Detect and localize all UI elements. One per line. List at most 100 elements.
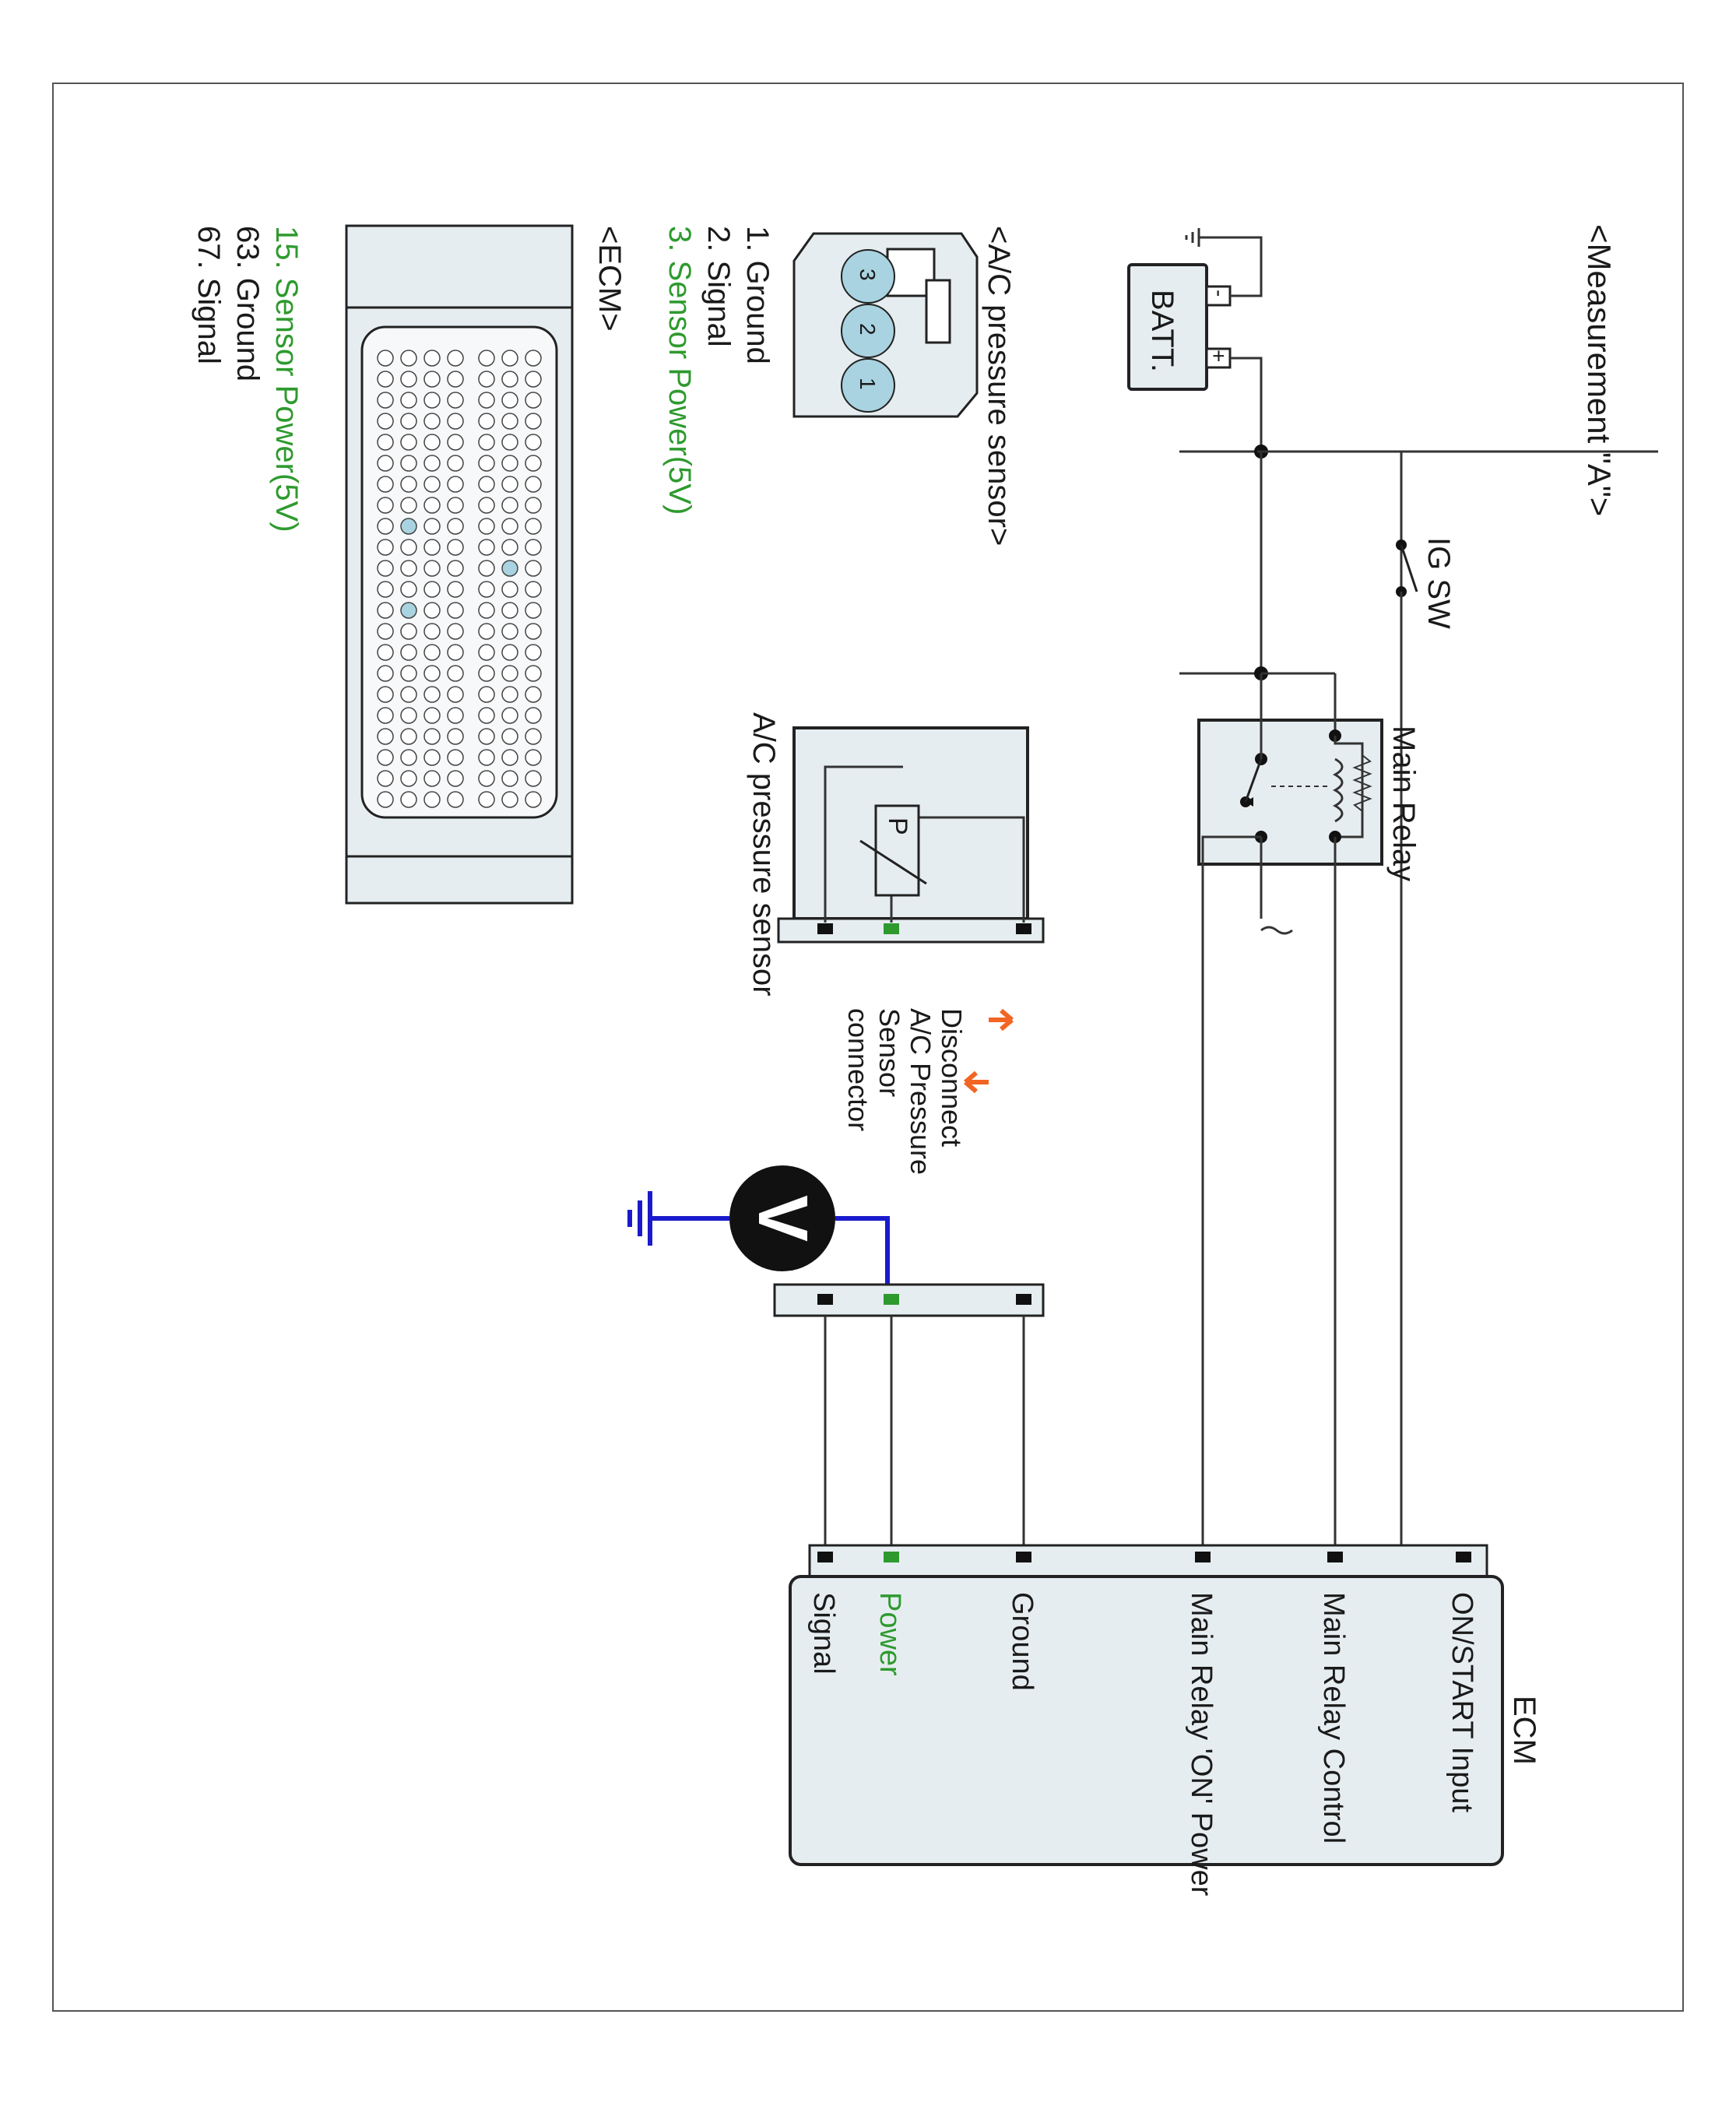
battery-box xyxy=(1127,263,1208,391)
ecm-connector-pin xyxy=(447,539,464,556)
ecm-connector-pin xyxy=(400,455,417,472)
ecm-connector-pin xyxy=(377,770,394,787)
ecm-connector-pin xyxy=(525,707,542,724)
ecm-connector-pin xyxy=(423,581,441,598)
relay-coil xyxy=(1332,757,1344,823)
ecm-legend-2: 63. Ground xyxy=(230,226,265,381)
ecm-connector-pin xyxy=(478,497,495,514)
ecm-connector-pin xyxy=(525,749,542,766)
ecm-connector-pin xyxy=(501,476,518,493)
ecm-connector-pin xyxy=(447,350,464,367)
ecm-connector-pin xyxy=(400,497,417,514)
ecm-connector-pin xyxy=(423,539,441,556)
ecm-connector-pin xyxy=(400,539,417,556)
ecm-connector-pin xyxy=(377,602,394,619)
ecm-connector-face: <ECM> 15. Sensor Power(5V) 63. Ground 67… xyxy=(192,224,627,905)
ecm-connector-pin xyxy=(501,518,518,535)
ecm-connector-pin xyxy=(447,644,464,661)
ecm-pin-label: Main Relay Control xyxy=(1317,1592,1350,1844)
ecm-connector-pin xyxy=(400,665,417,682)
ecm-connector-pin xyxy=(525,497,542,514)
ecm-connector-pin xyxy=(447,497,464,514)
battery-minus-label: - xyxy=(1207,290,1232,297)
main-relay-label: Main Relay xyxy=(1386,726,1421,881)
ecm-pin-label: ON/START Input xyxy=(1446,1592,1478,1812)
ecm-connector-pin xyxy=(478,350,495,367)
ecm-connector-title: <ECM> xyxy=(592,226,627,332)
ecm-connector-pin xyxy=(377,539,394,556)
ecm-connector-pin xyxy=(423,602,441,619)
ecm-connector-pin xyxy=(423,665,441,682)
ecm-connector-pin xyxy=(525,539,542,556)
ecm-connector-pin xyxy=(447,560,464,577)
ig-switch: IG SW xyxy=(1261,450,1464,1559)
ecm-connector-pin xyxy=(478,728,495,745)
disconnect-line-2: A/C Pressure xyxy=(905,1008,937,1175)
ecm-connector-pin xyxy=(423,623,441,640)
diagram-title: <Measurement "A"> xyxy=(1581,224,1618,516)
ecm-connector-pin xyxy=(423,707,441,724)
voltmeter-body xyxy=(729,1165,835,1271)
ecm-connector-pin xyxy=(423,770,441,787)
ecm-connector-pin xyxy=(501,602,518,619)
main-relay: Main Relay xyxy=(1197,673,1421,881)
ecm-connector-pin xyxy=(478,686,495,703)
ac-pin-1 xyxy=(841,249,895,304)
ecm-connector-pin xyxy=(501,434,518,451)
ecm-connector-pin xyxy=(501,749,518,766)
ecm-connector-pin xyxy=(423,518,441,535)
ecm-connector-pin xyxy=(400,371,417,388)
ecm-connector-pin xyxy=(525,392,542,409)
ecm-connector-pin xyxy=(400,434,417,451)
ecm-connector-pin xyxy=(478,770,495,787)
ecm-connector-pin xyxy=(423,749,441,766)
ecm-connector-pin xyxy=(525,455,542,472)
ecm-connector-pin xyxy=(400,350,417,367)
ecm-connector-pin xyxy=(423,560,441,577)
ecm-connector-pin xyxy=(423,413,441,430)
ecm-connector-pin xyxy=(400,728,417,745)
ac-legend-2: 2. Signal xyxy=(701,226,736,347)
ecm-connector-pin xyxy=(447,707,464,724)
ecm-connector-pin xyxy=(478,749,495,766)
ecm-connector-pin xyxy=(501,539,518,556)
ecm-pin-label: Main Relay 'ON' Power xyxy=(1185,1592,1218,1896)
ecm-connector-strip xyxy=(808,1544,1488,1578)
ecm-connector-pin xyxy=(447,413,464,430)
ecm-connector-pin xyxy=(501,665,518,682)
ecm-connector-pin xyxy=(447,749,464,766)
ecm-pin-labels: ON/START Input Main Relay Control Main Rel… xyxy=(807,1592,1478,1896)
ac-pin-3 xyxy=(841,358,895,413)
ecm-connector-pin xyxy=(377,749,394,766)
battery-ground-wire xyxy=(1199,236,1263,297)
ecm-connector-pin xyxy=(478,644,495,661)
ecm-connector-pin xyxy=(501,413,518,430)
outer-frame xyxy=(52,83,1684,2012)
ecm-connector-pin xyxy=(478,707,495,724)
ecm-connector-pin xyxy=(501,581,518,598)
ecm-connector-pin xyxy=(377,518,394,535)
ecm-connector-pin xyxy=(525,665,542,682)
ecm-connector-pin xyxy=(525,623,542,640)
ecm-connector-pin xyxy=(478,413,495,430)
ecm-connector-pin xyxy=(377,371,394,388)
disconnect-line-1: Disconnect xyxy=(936,1008,968,1147)
ac-sensor-label: A/C pressure sensor xyxy=(747,712,781,997)
ecm-connector-pin xyxy=(377,413,394,430)
ecm-pin-grid xyxy=(377,350,542,808)
ecm-connector-pin xyxy=(400,791,417,808)
ecm-connector-pin xyxy=(377,644,394,661)
ecm-legend-1: 15. Sensor Power(5V) xyxy=(269,226,304,533)
ecm-pin-label: Power xyxy=(873,1592,906,1676)
disconnect-note: Disconnect A/C Pressure Sensor connector xyxy=(842,1008,1014,1175)
relay-resistor xyxy=(1352,754,1372,812)
ecm-title: ECM xyxy=(1507,1696,1541,1765)
battery-positive-wire xyxy=(1230,357,1263,452)
ecm-connector-pin xyxy=(525,371,542,388)
ecm-connector-pin xyxy=(525,413,542,430)
relay-coil-frame xyxy=(1334,736,1364,838)
ecm-connector-pin xyxy=(478,434,495,451)
main-relay-on-power-wire xyxy=(1201,835,1261,1557)
ecm-connector-pin xyxy=(423,728,441,745)
